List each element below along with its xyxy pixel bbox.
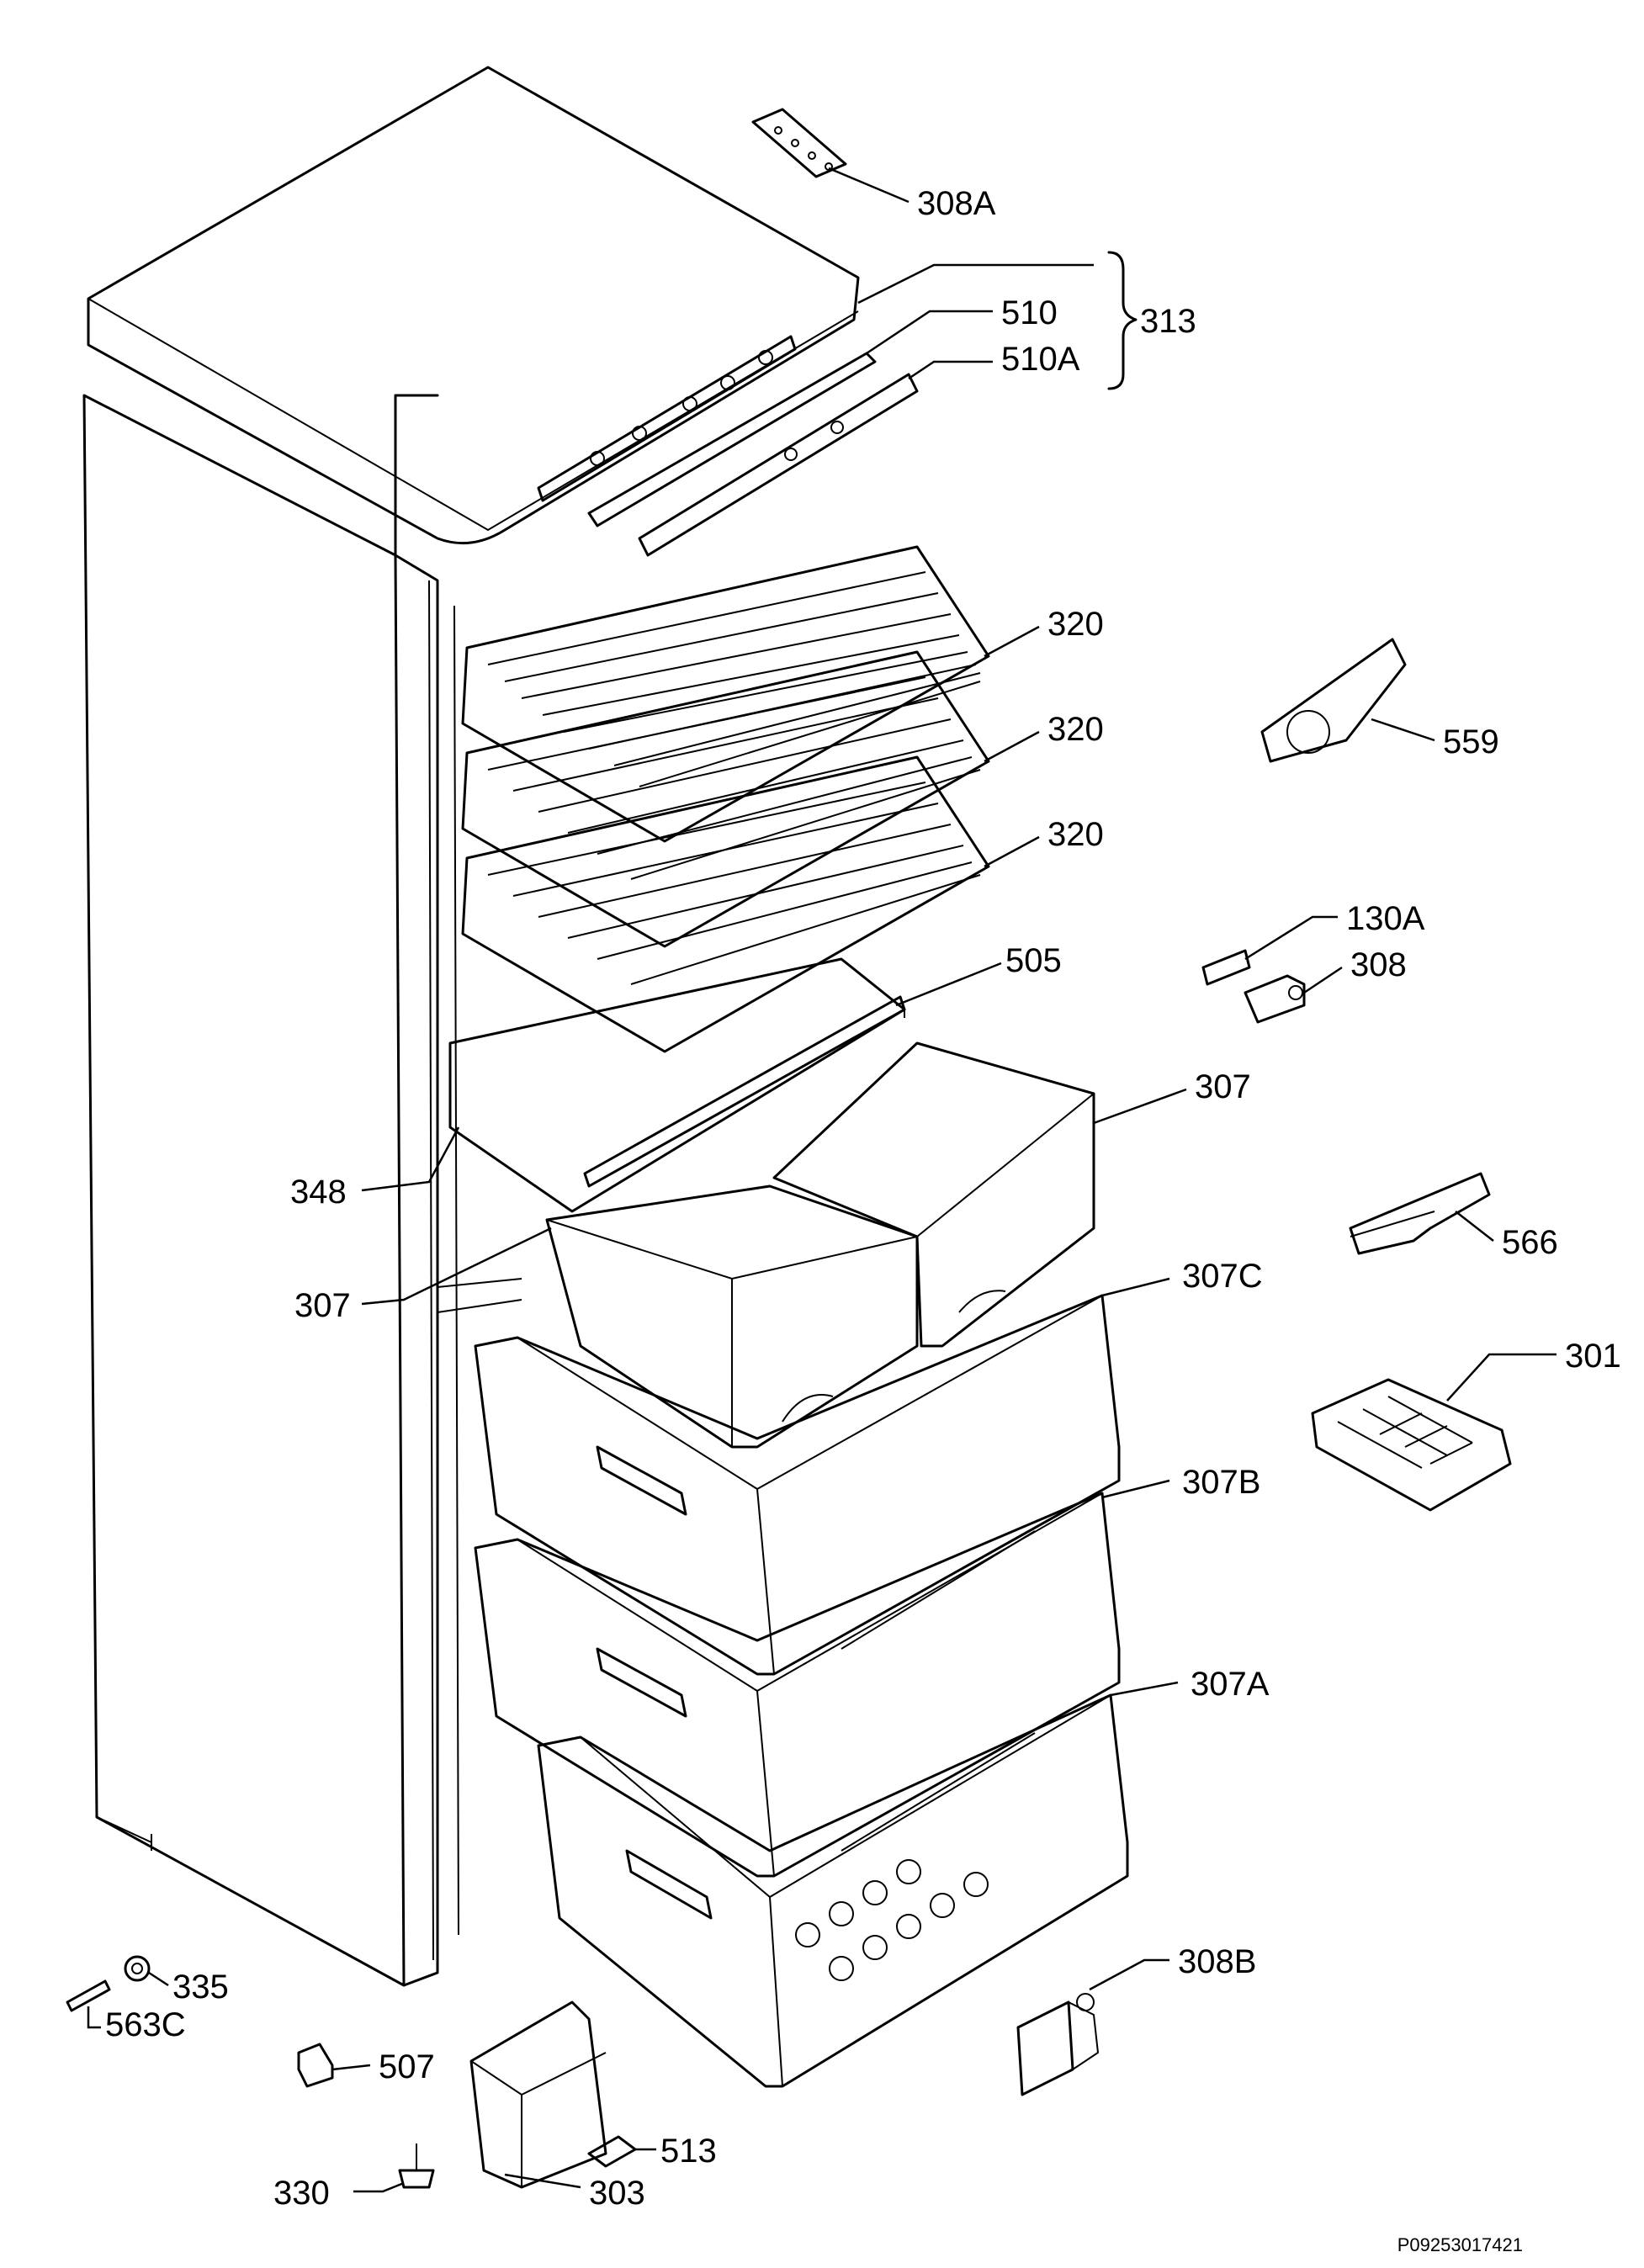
label-307A: 307A (1191, 1666, 1270, 1703)
label-510: 510 (1001, 294, 1058, 331)
label-513: 513 (660, 2133, 717, 2170)
leader-lines (87, 167, 1556, 2193)
ice-scraper-566 (1349, 1172, 1491, 1255)
label-320-bottom: 320 (1047, 816, 1104, 853)
hinge-308 (1244, 974, 1306, 1024)
label-130A: 130A (1346, 900, 1425, 937)
label-308A: 308A (917, 185, 996, 222)
freezer-drawer-307B (474, 1492, 1121, 1878)
label-301: 301 (1565, 1338, 1621, 1375)
wire-shelf-320-bottom (461, 755, 990, 1053)
shelf-trim-505 (583, 995, 906, 1188)
clip-507 (297, 2043, 334, 2088)
control-panel-510A (638, 373, 919, 557)
label-313: 313 (1140, 303, 1196, 340)
label-510A: 510A (1001, 341, 1080, 378)
label-308: 308 (1350, 946, 1407, 983)
drawing-code: P09253017421 (1397, 2234, 1523, 2255)
label-308B: 308B (1178, 1943, 1256, 1980)
label-307-left: 307 (294, 1287, 351, 1324)
bracket-130A (1201, 949, 1251, 986)
kick-plate-303 (469, 2000, 607, 2189)
freezer-drawer-307C (474, 1294, 1121, 1676)
label-320-top: 320 (1047, 606, 1104, 643)
group-brace-313 (1107, 251, 1138, 390)
hinge-308A (751, 108, 847, 178)
wire-shelf-320-middle (461, 650, 990, 948)
label-330: 330 (273, 2175, 330, 2212)
pin-563C (66, 1979, 111, 2012)
tab-513 (587, 2135, 637, 2168)
control-panel-510 (587, 352, 877, 527)
crisper-drawer-307-right (772, 1041, 1095, 1348)
label-307C: 307C (1182, 1258, 1263, 1295)
label-505: 505 (1005, 942, 1062, 979)
part-labels: 308A 313 510 510A 320 320 320 559 130A 3… (105, 185, 1621, 2212)
label-563C: 563C (105, 2006, 186, 2043)
crisper-drawer-307-left (545, 1184, 919, 1449)
label-307B: 307B (1182, 1464, 1260, 1501)
label-348: 348 (290, 1174, 347, 1211)
freezer-drawer-307A (537, 1693, 1129, 2088)
wire-shelf-320-top (461, 545, 990, 843)
label-307-right: 307 (1195, 1068, 1251, 1105)
top-cover (87, 66, 860, 545)
label-559: 559 (1443, 723, 1499, 760)
ice-tray-301 (1311, 1378, 1512, 1512)
lamp-cover-559 (1260, 638, 1407, 763)
leveling-foot-330 (398, 2143, 435, 2189)
label-303: 303 (589, 2175, 645, 2212)
foot-335 (124, 1955, 151, 1982)
label-566: 566 (1502, 1224, 1558, 1261)
label-320-middle: 320 (1047, 711, 1104, 748)
label-507: 507 (379, 2048, 435, 2085)
label-335: 335 (172, 1969, 229, 2006)
hinge-308B (1016, 1993, 1100, 2096)
glass-shelf-348 (448, 957, 906, 1213)
cabinet-body (82, 394, 522, 1987)
